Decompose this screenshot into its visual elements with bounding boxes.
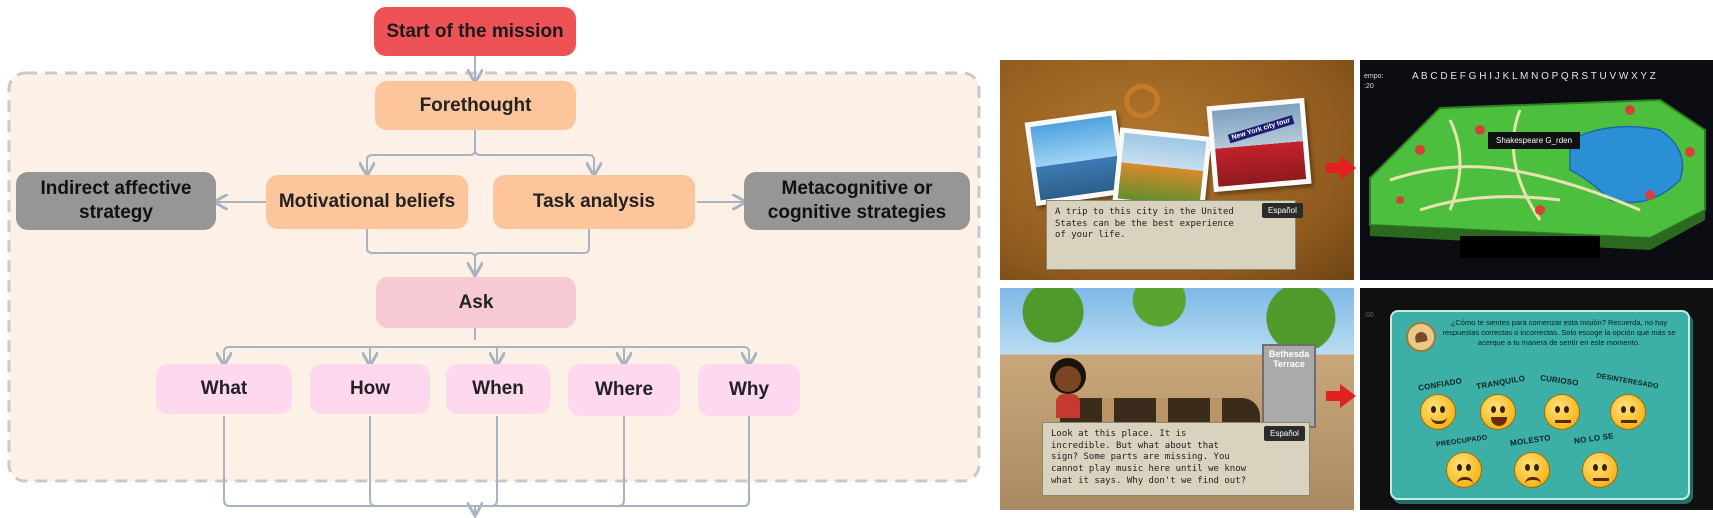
terrace-sign-text: Bethesda Terrace [1268, 349, 1310, 369]
character-avatar [1046, 358, 1090, 418]
dialog-text-terrace: Look at this place. It is incredible. Bu… [1051, 429, 1247, 486]
screenshot-bethesda-terrace: Bethesda Terrace Look at this place. It … [1000, 288, 1354, 510]
emotion-label-molesto: MOLESTO [1509, 433, 1552, 448]
location-label: Shakespeare G_rden [1488, 132, 1581, 149]
dialog-text-city: A trip to this city in the United States… [1055, 207, 1234, 241]
red-arrow-icon [1326, 156, 1356, 180]
espanol-button-terrace[interactable]: Español [1264, 426, 1305, 441]
emotion-card: ¿Cómo te sientes para comenzar esta misi… [1390, 310, 1690, 500]
question-what-node: What [156, 364, 292, 414]
emotion-label-preocupado: PREOCUPADO [1435, 434, 1488, 449]
motivational-beliefs-node: Motivational beliefs [266, 175, 468, 229]
tree-foliage [1000, 288, 1354, 348]
indirect-affective-node: Indirect affective strategy [16, 172, 216, 230]
screenshot-park-map: empo: :20 A B C D E F G H I J K L M N O … [1360, 60, 1713, 280]
metacognitive-node: Metacognitive or cognitive strategies [744, 172, 970, 230]
emoji-molesto-icon[interactable] [1514, 452, 1550, 488]
emoji-desinteresado-icon[interactable] [1610, 394, 1646, 430]
emotion-label-desinteresado: DESINTERESADO [1595, 372, 1660, 391]
photo-statue-of-liberty [1024, 110, 1128, 206]
park-map-illustration [1369, 98, 1706, 258]
red-arrow-icon [1326, 384, 1356, 408]
question-how-node: How [310, 364, 430, 414]
screenshot-emotion-selector: :00 ¿Cómo te sientes para comenzar esta … [1360, 288, 1713, 510]
heart-cookie-icon [1406, 322, 1436, 352]
dialog-box-city: A trip to this city in the United States… [1046, 200, 1296, 270]
emotion-label-tranquilo: TRANQUILO [1475, 373, 1526, 392]
timer-value: :20 [1364, 83, 1374, 90]
question-when-node: When [446, 364, 550, 414]
emotion-label-no-lo-se: NO LO SE [1573, 431, 1615, 446]
emoji-curioso-icon[interactable] [1544, 394, 1580, 430]
emoji-preocupado-icon[interactable] [1446, 452, 1482, 488]
task-analysis-node: Task analysis [493, 175, 695, 229]
emotion-label-curioso: CURIOSO [1539, 373, 1580, 388]
question-where-node: Where [568, 364, 680, 416]
photo-tour-bus: New York city tour [1206, 97, 1312, 193]
question-why-node: Why [698, 364, 800, 416]
dialog-box-terrace: Look at this place. It is incredible. Bu… [1042, 422, 1310, 496]
timer-label: empo: [1364, 73, 1384, 80]
emoji-no-lo-se-icon[interactable] [1582, 452, 1618, 488]
pretzel-icon [1119, 78, 1165, 124]
terrace-sign: Bethesda Terrace [1262, 344, 1316, 428]
timer-value: :00 [1364, 312, 1374, 319]
tour-bus-sign: New York city tour [1227, 115, 1295, 144]
ask-node: Ask [376, 277, 576, 328]
forethought-node: Forethought [375, 81, 576, 130]
emoji-tranquilo-icon[interactable] [1480, 394, 1516, 430]
espanol-button-city[interactable]: Español [1262, 203, 1303, 218]
emoji-confiado-icon[interactable] [1420, 394, 1456, 430]
screenshot-city-corkboard: New York city tour A trip to this city i… [1000, 60, 1354, 280]
emotion-question: ¿Cómo te sientes para comenzar esta misi… [1442, 318, 1676, 347]
start-node: Start of the mission [374, 7, 576, 56]
emotion-label-confiado: CONFIADO [1417, 376, 1463, 393]
alphabet-row[interactable]: A B C D E F G H I J K L M N O P Q R S T … [1412, 71, 1656, 82]
